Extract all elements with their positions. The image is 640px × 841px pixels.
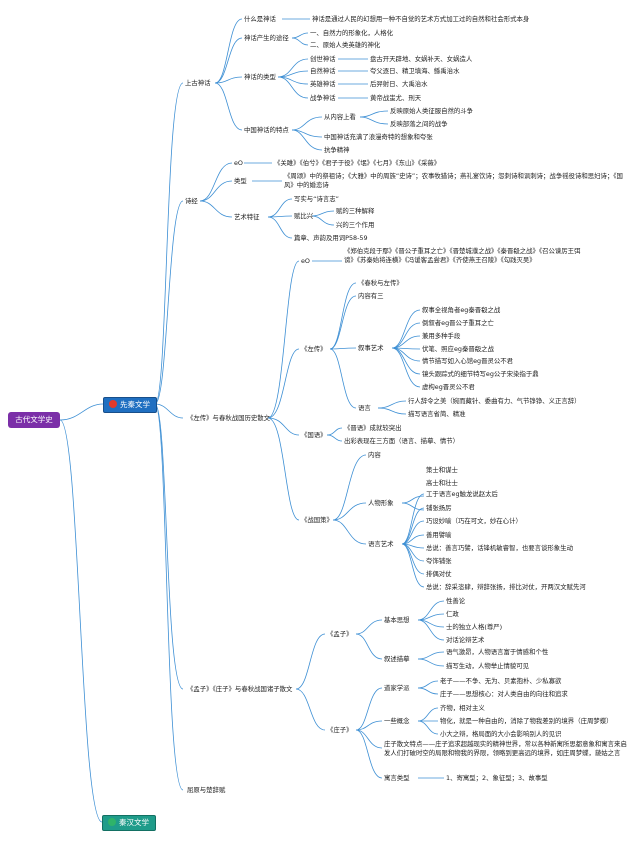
node-mz-art[interactable]: 叙述描摹 — [384, 655, 410, 663]
node-zgc-lang-6[interactable]: 夸饰铺张 — [426, 557, 452, 565]
node-zhanguoce[interactable]: 《战国策》 — [301, 516, 333, 524]
node-myth-what[interactable]: 什么是神话 — [244, 15, 276, 23]
node-myth-type-4-ex[interactable]: 黄帝战蚩尤、刑天 — [370, 94, 422, 102]
node-zgc-lang-7[interactable]: 排偶对仗 — [426, 570, 452, 578]
node-zz-eo-list[interactable]: 《郑伯克段于鄢》《晋公子重耳之亡》《晋楚城濮之战》《秦晋殽之战》《召公谏厉王弭谤… — [344, 247, 581, 264]
node-zz2-concept[interactable]: 一些概念 — [384, 717, 410, 725]
node-zz2-dao-2[interactable]: 庄子——思想核心：对人类自由的向往和追求 — [440, 690, 568, 698]
node-myth-type-3-ex[interactable]: 后羿射日、大禹治水 — [370, 80, 428, 88]
node-mz-thought-2[interactable]: 仁政 — [446, 610, 459, 618]
node-myth-type-2[interactable]: 自然神话 — [310, 67, 336, 75]
node-myth[interactable]: 上古神话 — [185, 79, 211, 87]
node-shijing[interactable]: 诗经 — [185, 197, 198, 205]
node-zgc-lang-5[interactable]: 总说：善言巧譬，话锋机敏睿智，也要言谈形象生动 — [426, 544, 573, 552]
node-mz-thought-4[interactable]: 对话论辩艺术 — [446, 636, 485, 644]
node-zz2-fable-text[interactable]: 1、寄寓型；2、象征型；3、故事型 — [446, 774, 548, 782]
node-guoyu[interactable]: 《国语》 — [301, 431, 327, 439]
node-zz-1[interactable]: 《春秋与左传》 — [358, 279, 403, 287]
node-sj-art-2[interactable]: 赋比兴 — [294, 212, 314, 220]
node-myth-feat-3[interactable]: 抗争精神 — [324, 146, 350, 154]
red-circle-icon — [109, 400, 117, 408]
node-zz2-style[interactable]: 庄子散文特点——庄子追求超越现实的精神世界，常以各种新寓所思都意象和寓言来启发人… — [384, 740, 627, 757]
node-zz2-concept-3[interactable]: 小大之辩，格局面的大小会影响别人的见识 — [440, 730, 562, 738]
node-mz-thought[interactable]: 基本思想 — [384, 616, 410, 624]
node-zz-lang-1[interactable]: 行人辞令之美（婉而藏针、委曲有力、气节铮铮、义正言辞） — [408, 397, 581, 405]
node-zz2-dao-1[interactable]: 老子——不争、无为、贝素抱朴、少私寡欲 — [440, 677, 562, 685]
node-zgc-lang-2[interactable]: 铺张扬厉 — [426, 504, 452, 512]
node-zz-narr-7[interactable]: 虚构eg晋灵公不君 — [422, 383, 475, 391]
node-sj-art[interactable]: 艺术特征 — [234, 213, 260, 221]
node-zz-narr-5[interactable]: 情节描写如入心馆eg晋灵公不君 — [422, 357, 514, 365]
branch-pre-qin[interactable]: 先秦文学 — [103, 397, 157, 413]
node-myth-type-4[interactable]: 战争神话 — [310, 94, 336, 102]
node-sj-art-3[interactable]: 篇章、声韵及用词P58-59 — [294, 234, 368, 242]
node-zz-narr-4[interactable]: 伏笔、照应eg秦晋殽之战 — [422, 345, 494, 353]
node-zz-narr-2[interactable]: 倒叙者eg晋公子重耳之亡 — [422, 319, 494, 327]
node-zgc-lang[interactable]: 语言艺术 — [368, 540, 394, 548]
node-zuozhuan-group[interactable]: 《左传》与春秋战国历史散文 — [187, 414, 271, 422]
node-zz-2[interactable]: 内容有三 — [358, 292, 384, 300]
node-zgc-people-2[interactable]: 高士和壮士 — [426, 479, 458, 487]
node-zz-narr-6[interactable]: 镜头跟踪式的细节特写eg公子宋染指于鼎 — [422, 370, 539, 378]
node-myth-feat-2[interactable]: 中国神话充满了浪漫奇特的想象和夸张 — [324, 133, 433, 141]
node-sj-art-1[interactable]: 写实与“诗言志” — [294, 195, 339, 203]
branch-qin-han[interactable]: 秦汉文学 — [102, 815, 156, 831]
node-myth-origin[interactable]: 神话产生的途径 — [244, 34, 289, 42]
node-mencius[interactable]: 《孟子》 — [327, 630, 353, 638]
node-zz-narr[interactable]: 叙事艺术 — [358, 344, 384, 352]
node-mz-art-2[interactable]: 描写生动，人物举止情貌可见 — [446, 662, 530, 670]
node-mencius-group[interactable]: 《孟子》《庄子》与春秋战国诸子散文 — [187, 685, 293, 693]
node-zgc-lang-4[interactable]: 善用譬喻 — [426, 531, 452, 539]
node-zgc-content[interactable]: 内容 — [368, 451, 381, 459]
node-zz-eo[interactable]: eO — [301, 257, 310, 265]
node-mz-thought-3[interactable]: 士的独立人格(尊严) — [446, 623, 503, 631]
node-myth-type-1-ex[interactable]: 盘古开天辟地、女娲补天、女娲造人 — [370, 55, 473, 63]
node-gy-2[interactable]: 出彩表现在三方面（语言、描摹、情节） — [344, 437, 460, 445]
node-myth-feat-content-2[interactable]: 反映部落之间的战争 — [390, 120, 448, 128]
node-zhuangzi[interactable]: 《庄子》 — [327, 726, 353, 734]
branch-pre-qin-label: 先秦文学 — [120, 400, 150, 409]
node-zz-narr-3[interactable]: 兼用多种手段 — [422, 332, 461, 340]
node-zz-lang-2[interactable]: 描写语言省简、精准 — [408, 410, 466, 418]
node-mz-art-1[interactable]: 语气激昂，人物语言富于情感和个性 — [446, 648, 549, 656]
node-myth-origin-2[interactable]: 二、原始人类英雄的神化 — [310, 41, 381, 49]
node-sj-eo[interactable]: eO — [234, 159, 243, 167]
green-circle-icon — [108, 818, 116, 826]
node-myth-origin-1[interactable]: 一、自然力的形象化，人格化 — [310, 29, 394, 37]
node-zgc-lang-3[interactable]: 巧设妙喻（巧在可文，妙在心计） — [426, 517, 522, 525]
node-myth-feat-content-1[interactable]: 反映原始人类征服自然的斗争 — [390, 107, 474, 115]
node-sj-types[interactable]: 类型 — [234, 177, 247, 185]
node-myth-what-def[interactable]: 神话是通过人民的幻想用一种不自觉的艺术方式加工过的自然和社会形式本身 — [312, 15, 530, 23]
node-zz2-concept-2[interactable]: 物化，就是一种自由的，消除了物我差别的境界（庄周梦蝶） — [440, 717, 613, 725]
node-quyuan[interactable]: 屈原与楚辞赋 — [187, 786, 226, 794]
root-label: 古代文学史 — [15, 415, 53, 424]
node-zz2-concept-1[interactable]: 齐物，相对主义 — [440, 704, 485, 712]
node-zz2-dao[interactable]: 道家学派 — [384, 684, 410, 692]
node-zgc-lang-1[interactable]: 工于语言eg触龙说赵太后 — [426, 490, 498, 498]
node-zz-narr-1[interactable]: 叙事全视角者eg秦晋殽之战 — [422, 306, 501, 314]
node-zuozhuan[interactable]: 《左传》 — [301, 345, 327, 353]
node-sj-art-2-a[interactable]: 赋的三种解释 — [336, 207, 375, 215]
node-zgc-people[interactable]: 人物形象 — [368, 499, 394, 507]
node-myth-type-2-ex[interactable]: 夸父逐日、精卫填海、鲧禹治水 — [370, 67, 460, 75]
node-gy-1[interactable]: 《晋语》成就较突出 — [344, 424, 402, 432]
node-sj-eo-list[interactable]: 《关雎》《伯兮》《君子于役》《氓》《七月》《东山》《采薇》 — [274, 159, 441, 167]
node-myth-types[interactable]: 神话的类型 — [244, 73, 276, 81]
branch-qin-han-label: 秦汉文学 — [119, 818, 149, 827]
node-zgc-lang-8[interactable]: 总说：辞采恣肆，辩辞张扬，排比对仗，开两汉文赋先河 — [426, 583, 586, 591]
node-myth-features[interactable]: 中国神话的特点 — [244, 126, 289, 134]
node-sj-types-text[interactable]: 《周颂》中的祭祖诗；《大雅》中的周族“史诗”；农事牧猎诗；燕礼宴饮诗；怨刺诗和讽… — [284, 172, 623, 189]
node-mz-thought-1[interactable]: 性善论 — [446, 597, 466, 605]
node-sj-art-2-b[interactable]: 兴的三个作用 — [336, 221, 375, 229]
node-zz2-fable[interactable]: 寓言类型 — [384, 774, 410, 782]
node-myth-feat-content[interactable]: 从内容上看 — [324, 113, 356, 121]
node-zgc-people-1[interactable]: 策士和谋士 — [426, 466, 458, 474]
root-node[interactable]: 古代文学史 — [8, 412, 60, 428]
node-zz-lang[interactable]: 语言 — [358, 404, 371, 412]
node-myth-type-3[interactable]: 英雄神话 — [310, 80, 336, 88]
node-myth-type-1[interactable]: 创世神话 — [310, 55, 336, 63]
